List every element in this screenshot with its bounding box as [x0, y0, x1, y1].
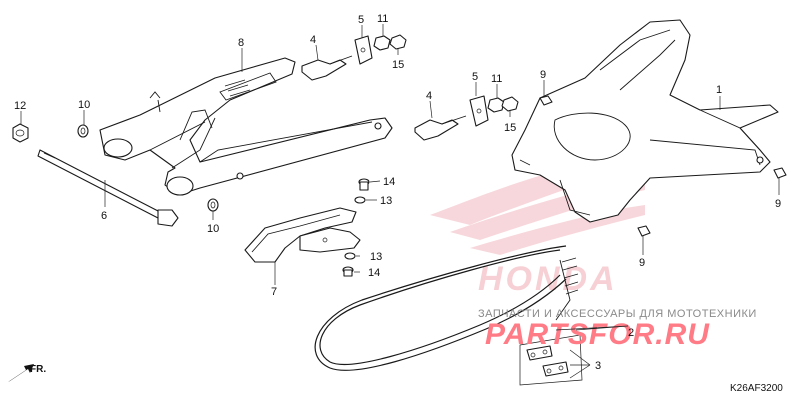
callout-11a: 11: [377, 13, 388, 25]
pivot-bolt: [37, 149, 179, 227]
front-direction-indicator: FR.: [8, 364, 46, 382]
diagram-code: K26AF3200: [730, 383, 783, 394]
callout-9a: 9: [540, 69, 546, 81]
master-link: [519, 334, 583, 386]
chain-adjuster-left: [301, 34, 407, 81]
callout-8: 8: [238, 37, 244, 49]
callout-2: 2: [628, 327, 634, 339]
callout-11b: 11: [491, 73, 502, 85]
swingarm: [99, 57, 393, 196]
callout-13b: 13: [370, 251, 382, 263]
drive-chain: [314, 245, 579, 371]
callout-labels: 1 2 3 4 4 5 5 6 7 8 9 9 9 10 10 11 11 12…: [14, 13, 781, 372]
watermark-caption: ЗАПЧАСТИ И АКСЕССУАРЫ ДЛЯ МОТОТЕХНИКИ: [478, 308, 757, 320]
chain-slider: [244, 207, 361, 263]
washer-10-lower: [207, 198, 219, 212]
rear-fender: [511, 19, 779, 223]
callout-4a: 4: [310, 34, 316, 46]
callout-3: 3: [595, 360, 601, 372]
watermark-site: PARTSFOR.RU: [485, 318, 710, 351]
washer-13-upper: [354, 196, 366, 204]
callout-15a: 15: [392, 59, 404, 71]
callout-14a: 14: [383, 176, 395, 188]
callout-15b: 15: [504, 122, 516, 134]
callout-9b: 9: [775, 198, 781, 210]
bolt-14-upper: [358, 178, 370, 191]
callout-5a: 5: [358, 14, 364, 26]
leader-lines: [20, 24, 780, 379]
callout-14b: 14: [368, 267, 380, 279]
bolt-9-top: [539, 95, 553, 106]
callout-5b: 5: [472, 71, 478, 83]
callout-4b: 4: [426, 90, 432, 102]
washer-10-upper: [77, 124, 89, 138]
callout-9c: 9: [639, 257, 645, 269]
callout-6: 6: [101, 210, 107, 222]
honda-watermark-text: HONDA: [478, 260, 618, 298]
callout-13a: 13: [380, 195, 392, 207]
washer-13-lower: [344, 252, 356, 260]
bolt-9-right: [773, 167, 787, 179]
callout-10a: 10: [78, 99, 90, 111]
chain-adjuster-right: [414, 95, 519, 141]
callout-10b: 10: [207, 223, 219, 235]
bolt-14-lower: [342, 266, 354, 277]
front-direction-label: FR.: [30, 364, 46, 375]
bolt-9-bottom: [637, 225, 651, 237]
nut-12: [12, 123, 29, 143]
callout-7: 7: [271, 286, 277, 298]
callout-1: 1: [716, 84, 722, 96]
callout-12: 12: [14, 100, 26, 112]
